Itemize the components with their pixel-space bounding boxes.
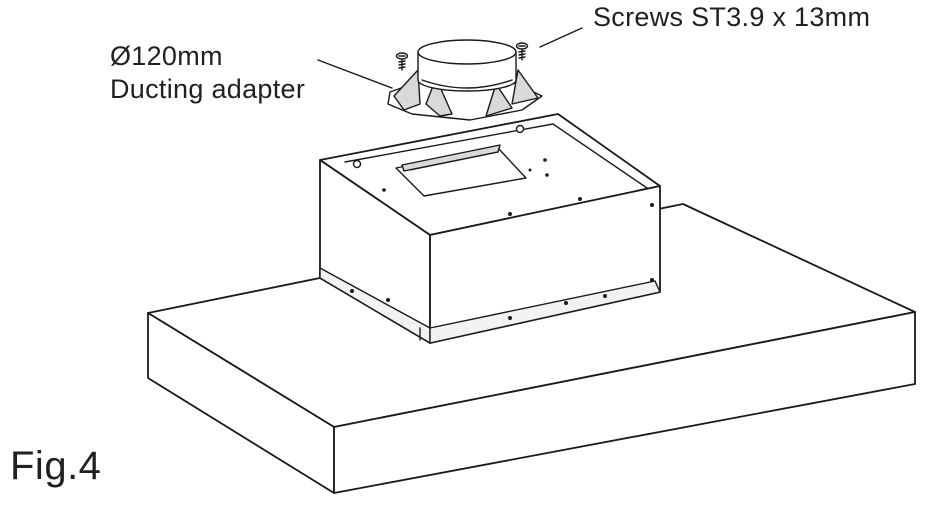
adapter-rib [393,69,421,111]
adapter-size-label: Ø120mm [110,41,223,71]
screw-hole [578,197,582,201]
box-top-rim [344,123,648,189]
hood-side-face [333,311,916,494]
screw-right [515,42,529,61]
adapter-rib [485,83,513,117]
mounting-screws [395,42,529,71]
screw-hole [386,298,390,302]
figure-caption: Fig.4 [10,444,102,488]
screw-left [395,52,409,71]
adapter-name-label: Ducting adapter [110,74,306,104]
screw-hole [564,301,568,305]
screw-hole [508,316,512,320]
leader-line-adapter [317,59,393,89]
screw-hole [545,173,549,177]
screw-hole [650,278,654,282]
screw-hole [508,212,512,216]
screw-hole [543,158,547,162]
screws-label: Screws ST3.9 x 13mm [593,2,871,32]
screw-hole [603,294,607,298]
motor-housing-box [319,113,661,344]
screw-hole [382,188,386,192]
screw-hole [650,203,654,207]
adapter-cylinder-top [417,39,517,65]
adapter-cylinder-ring [421,79,513,89]
box-opening-edge [409,151,499,171]
box-right-flange [429,280,661,344]
keyhole-slot-right [515,124,525,134]
screw-hole [350,289,354,293]
adapter-label: Ø120mm Ducting adapter [110,40,305,106]
ducting-adapter [387,39,543,121]
leader-line-screws [539,27,583,48]
screw-thread [518,50,526,59]
adapter-rib [511,69,539,105]
screw-hole [528,168,532,172]
keyhole-slot-left [352,159,362,169]
screw-thread [398,60,406,69]
